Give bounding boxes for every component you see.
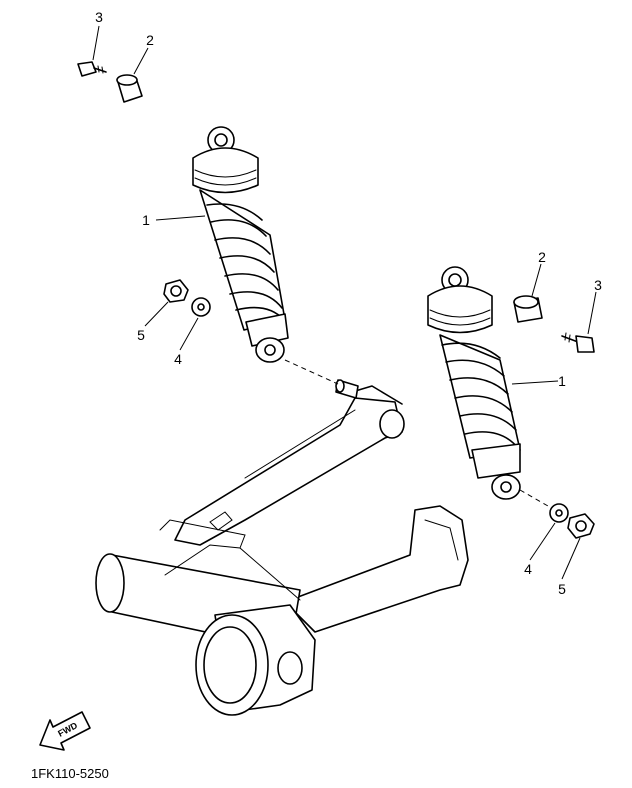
callout-collar-right: 2 [538,249,546,265]
callout-collar-top: 2 [146,32,154,48]
leader-lines [92,25,597,580]
shock-absorber-right [427,266,521,500]
bolt-top [77,61,107,77]
collar-top [116,74,143,103]
shock-absorber-left [192,126,289,363]
assembly-line-left [284,359,339,385]
swingarm [95,379,469,716]
callout-nut-right: 5 [558,581,566,597]
collar-right [513,295,543,323]
callout-shock-right: 1 [558,373,566,389]
callout-washer-left: 4 [174,351,182,367]
part-code: 1FK110-5250 [31,766,109,781]
nut-right [567,513,595,539]
bolt-right [561,332,595,353]
callout-bolt-right: 3 [594,277,602,293]
nut-left [163,279,189,303]
callout-bolt-top: 3 [95,9,103,25]
callout-washer-right: 4 [524,561,532,577]
callout-shock-left: 1 [142,212,150,228]
assembly-line-right [519,489,549,507]
callout-nut-left: 5 [137,327,145,343]
washer-right [549,503,569,523]
fwd-arrow-icon: FWD [39,711,91,751]
washer-left [191,297,211,317]
